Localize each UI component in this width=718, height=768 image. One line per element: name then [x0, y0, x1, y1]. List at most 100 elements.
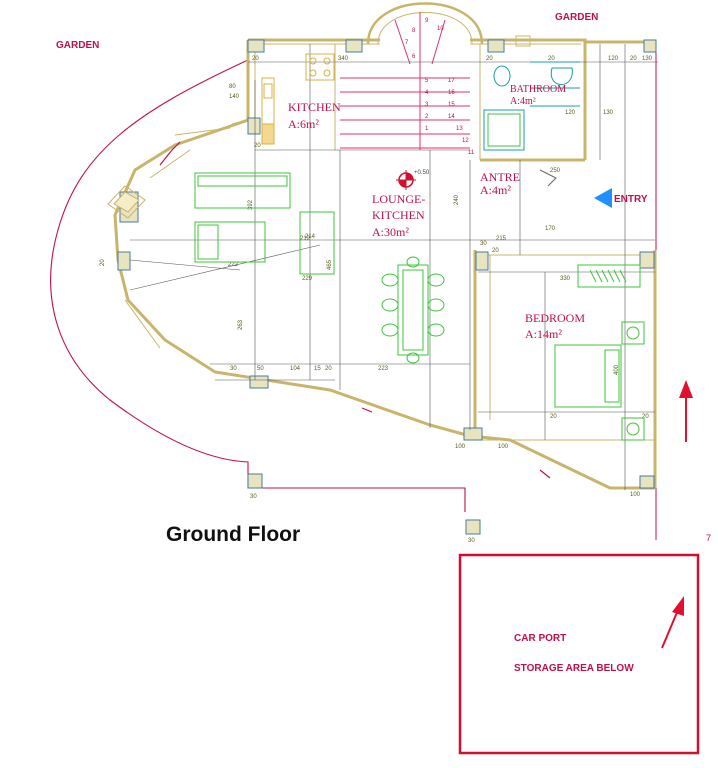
kitchen-name: KITCHEN [288, 100, 341, 114]
dim-label: 50 [257, 366, 264, 372]
chair [427, 273, 445, 287]
stair-num: 11 [468, 150, 475, 156]
wardrobe [577, 264, 641, 288]
lounge-name-1: LOUNGE- [372, 192, 425, 206]
bathroom-door [515, 35, 531, 47]
dim-label: 229 [302, 276, 313, 282]
dim-label: 30 [250, 494, 257, 500]
stair-num: 13 [456, 126, 463, 132]
level-mark-text: +0.50 [414, 170, 430, 176]
double-bed [554, 344, 622, 408]
antre-name: ANTRE [480, 170, 520, 184]
dim-label: 263 [238, 319, 244, 330]
stair-num: 14 [448, 114, 455, 120]
garden-boundary [50, 59, 466, 512]
dim-label: 15 [314, 366, 321, 372]
dim-label: 330 [560, 276, 571, 282]
lounge-furniture [194, 172, 445, 364]
dim-label: 130 [642, 56, 653, 62]
bay-window [107, 127, 231, 349]
column [465, 519, 481, 535]
dim-label: 20 [325, 366, 332, 372]
entry-door [539, 169, 557, 187]
sofa [194, 172, 291, 209]
stair-num: 2 [425, 114, 429, 120]
dim-label: 214 [305, 234, 316, 240]
stair-num: 12 [462, 138, 469, 144]
columns [117, 39, 657, 489]
column [345, 39, 363, 53]
dim-label: 250 [550, 168, 561, 174]
chair [427, 323, 445, 337]
column [463, 427, 483, 441]
dim-label: 340 [338, 56, 349, 62]
dim-label: 20 [486, 56, 493, 62]
column [475, 251, 489, 271]
bedroom-furniture [554, 264, 645, 441]
column [639, 475, 655, 489]
bedroom-area: A:14m² [525, 327, 562, 341]
window-markers [159, 141, 551, 479]
north-arrow-icon [679, 380, 693, 442]
sofa-l [194, 221, 266, 263]
stair-num: 5 [425, 78, 429, 84]
stair-num: 3 [425, 102, 429, 108]
staircase [340, 12, 470, 150]
bedroom-name: BEDROOM [525, 311, 585, 325]
dim-label: 240 [454, 194, 460, 205]
dim-label: 222 [228, 262, 239, 268]
dim-label: 392 [248, 199, 254, 210]
dim-label: 140 [229, 94, 240, 100]
antre-area: A:4m² [480, 183, 511, 197]
dim-label: 170 [545, 226, 556, 232]
dim-label: 20 [254, 143, 261, 149]
dim-label: 20 [550, 414, 557, 420]
kitchen-area: A:6m² [288, 117, 319, 131]
dim-label: 20 [642, 414, 649, 420]
stair-num: 6 [412, 54, 416, 60]
stair-num: 10 [437, 26, 444, 32]
dim-label: 104 [290, 366, 301, 372]
column [117, 251, 131, 271]
storage-label: STORAGE AREA BELOW [514, 663, 634, 674]
dimension-lines [129, 44, 658, 490]
dim-label: 30 [480, 241, 487, 247]
dim-label: 120 [608, 56, 619, 62]
column [247, 473, 263, 489]
lounge-area: A:30m² [372, 225, 409, 239]
chair [406, 352, 420, 364]
stair-num: 16 [448, 90, 455, 96]
carport-label: CAR PORT [514, 633, 566, 644]
dim-label: 20 [100, 259, 106, 266]
stair-num: 7 [405, 40, 409, 46]
washbasin [550, 67, 573, 85]
column [247, 117, 261, 135]
column [639, 251, 655, 269]
stair-tower [366, 2, 484, 45]
stair-num: 4 [425, 90, 429, 96]
dim-label: 100 [630, 492, 641, 498]
dim-label: 20 [492, 248, 499, 254]
chair [381, 323, 399, 337]
column [487, 39, 505, 53]
garden-label-top: GARDEN [555, 12, 598, 23]
dim-label: 465 [327, 259, 333, 270]
lounge-name-2: KITCHEN [372, 208, 425, 222]
stair-num: 8 [412, 28, 416, 34]
dim-label: 20 [630, 56, 637, 62]
chair [381, 298, 399, 312]
carport-arrow-icon [661, 596, 684, 649]
level-marker: +0.50 [396, 170, 430, 190]
dim-label: 80 [229, 84, 236, 90]
outside-columns [247, 473, 481, 535]
dim-label: 215 [496, 236, 507, 242]
chair [381, 273, 399, 287]
column [249, 375, 269, 389]
stair-num: 17 [448, 78, 455, 84]
carport-box [458, 553, 700, 755]
column [643, 39, 657, 53]
entry-arrow-icon [594, 188, 612, 208]
floor-title: Ground Floor [166, 523, 300, 546]
stair-num: 9 [425, 18, 429, 24]
